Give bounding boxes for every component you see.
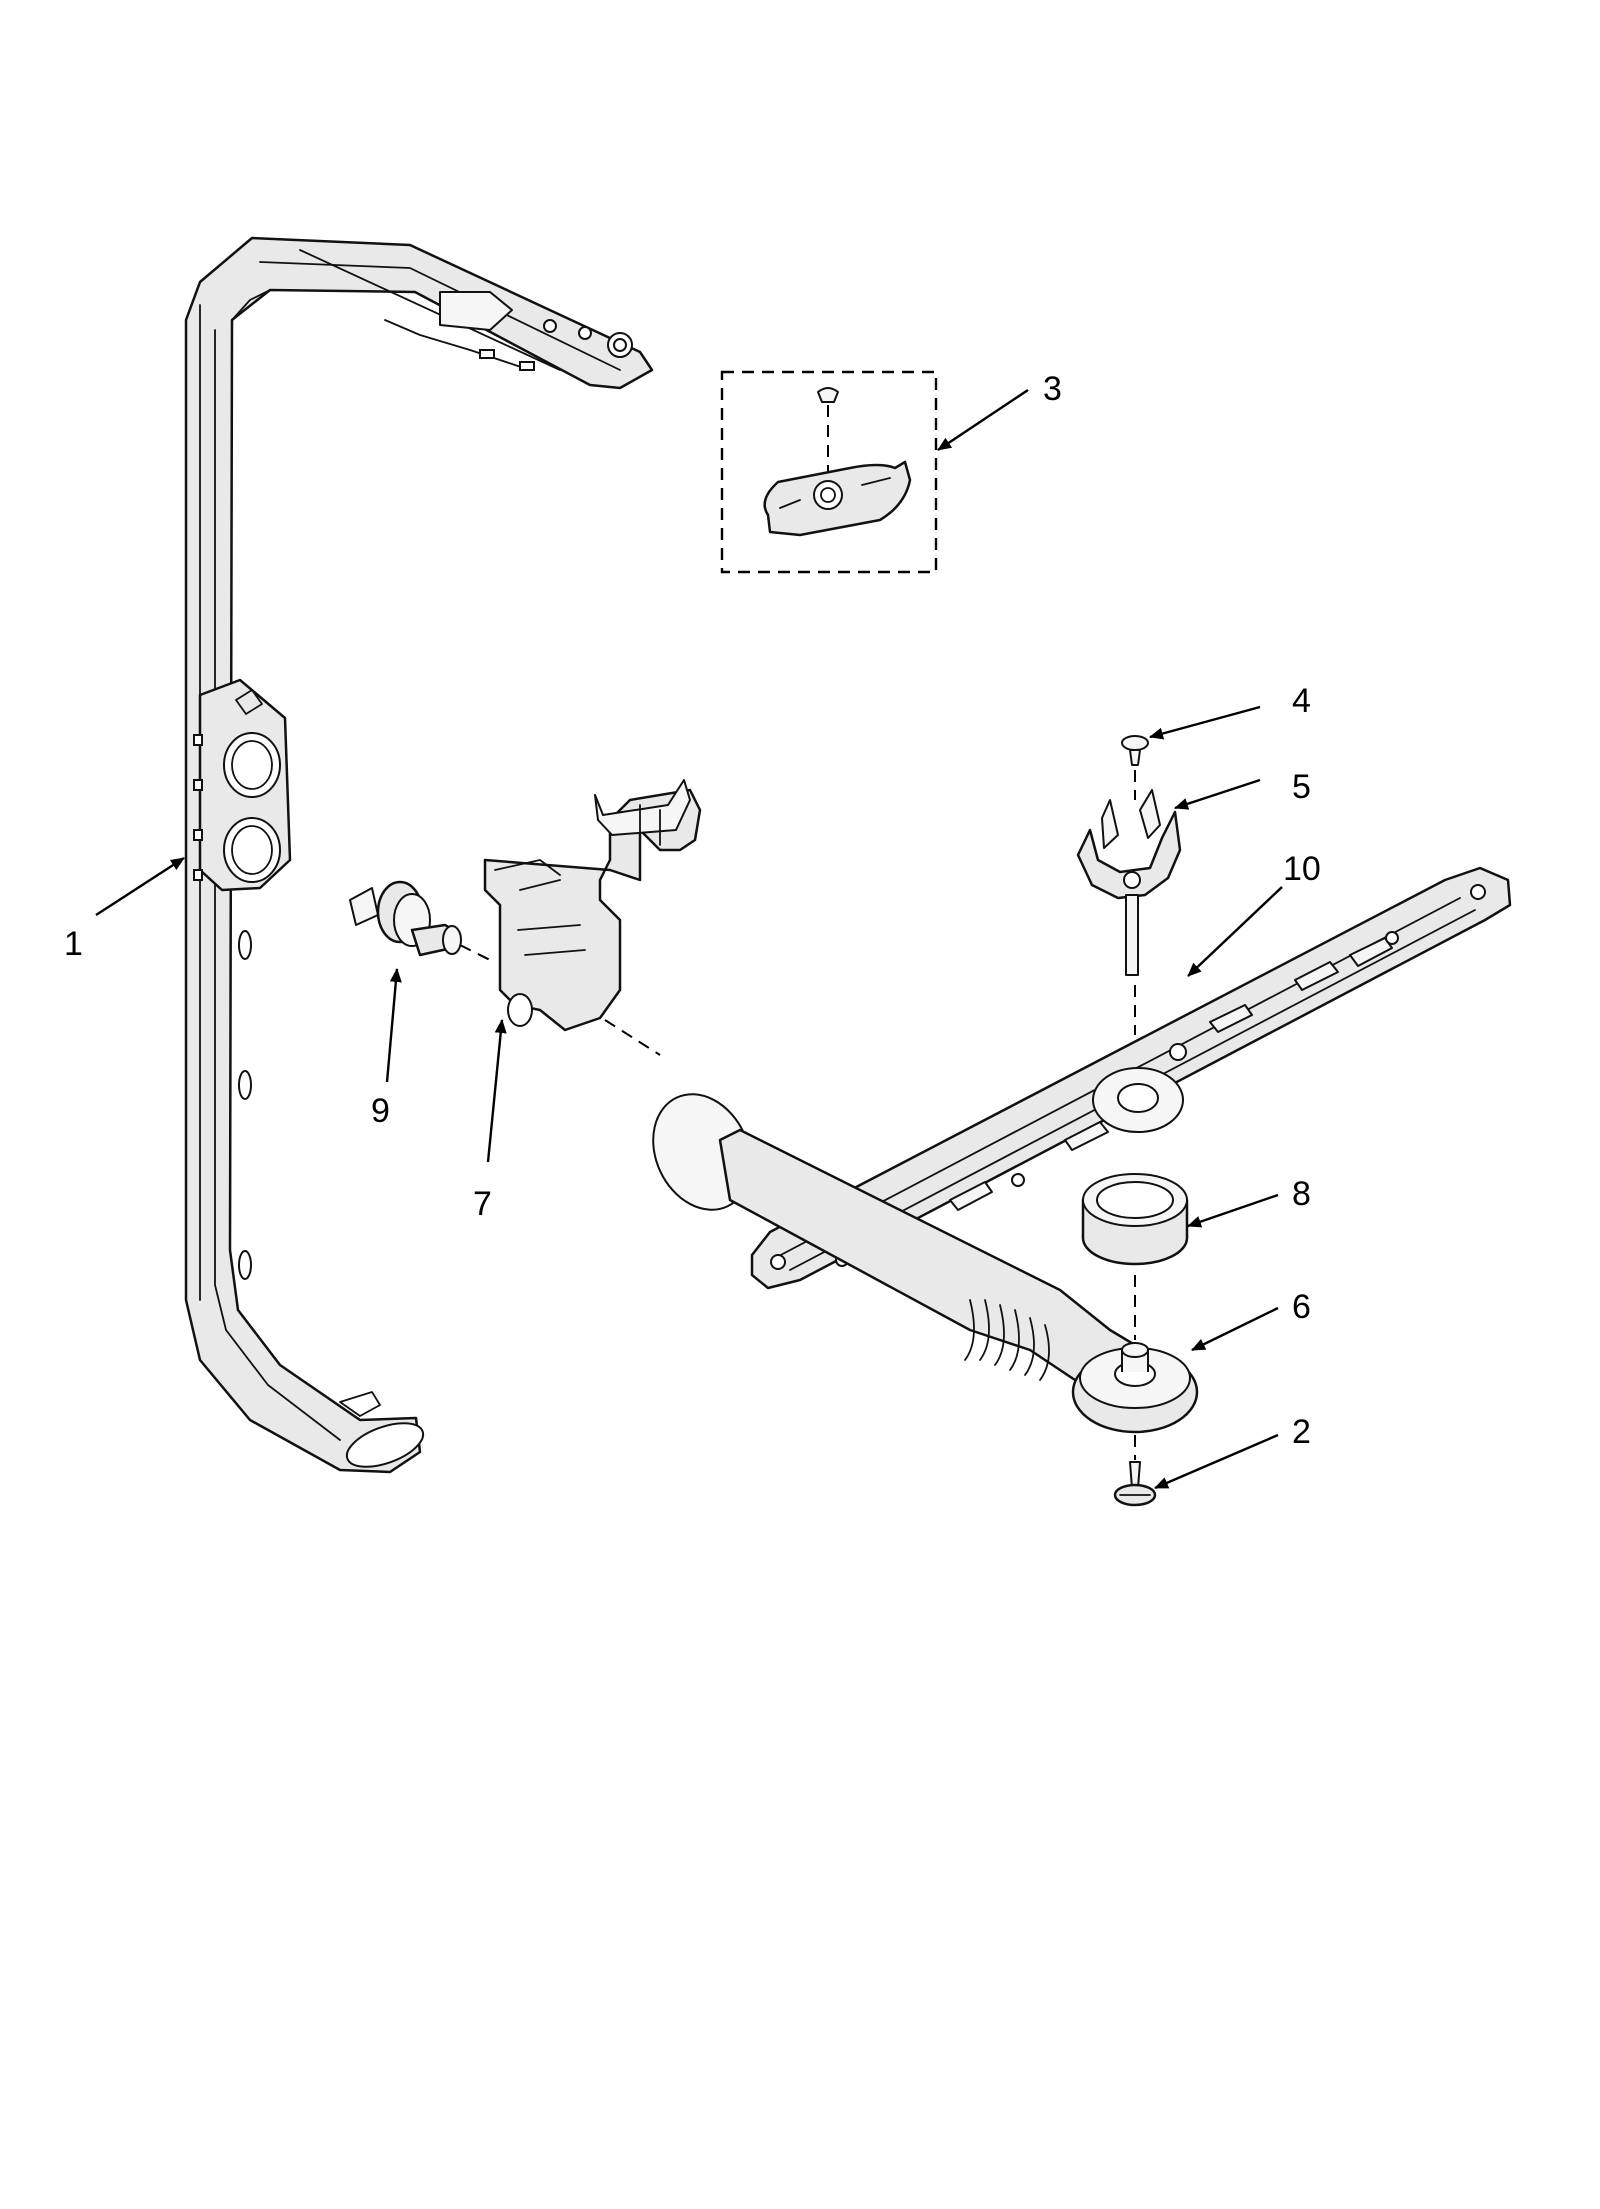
callout-3: 3	[1043, 370, 1062, 408]
hub-part-6	[1071, 1342, 1199, 1434]
screw-part-4	[1121, 735, 1149, 766]
leader-line-2	[1154, 1433, 1279, 1490]
supply-tube-part-1	[184, 236, 654, 1474]
callout-7: 7	[473, 1185, 492, 1223]
seal-ring-part-8	[1081, 1173, 1189, 1266]
axis-line	[459, 944, 491, 961]
callout-9: 9	[371, 1092, 390, 1130]
axis-line	[604, 1019, 661, 1056]
bracket-part-7	[483, 779, 702, 1032]
leader-line-1	[95, 856, 185, 917]
spray-arm-part-10	[750, 866, 1512, 1290]
callout-2: 2	[1292, 1413, 1311, 1451]
leader-line-7	[486, 1019, 507, 1163]
leader-line-4	[1149, 705, 1261, 740]
manifold-tube	[652, 1093, 1137, 1392]
leader-line-5	[1174, 778, 1261, 810]
screw-part-2	[1113, 1461, 1157, 1507]
leader-line-3	[937, 389, 1029, 451]
valve-part-9	[349, 880, 462, 957]
callout-5: 5	[1292, 768, 1311, 806]
kit-box-part-3	[720, 370, 938, 574]
leader-line-9	[385, 968, 402, 1083]
bearing-part-5	[1076, 789, 1182, 976]
hanger-clip-part-3	[763, 387, 912, 537]
callout-1: 1	[64, 925, 83, 963]
callout-4: 4	[1292, 682, 1311, 720]
leader-line-10	[1187, 886, 1283, 977]
callout-8: 8	[1292, 1175, 1311, 1213]
leader-line-8	[1187, 1193, 1279, 1228]
callout-10: 10	[1283, 850, 1321, 888]
callout-6: 6	[1292, 1288, 1311, 1326]
leader-line-6	[1191, 1306, 1279, 1352]
